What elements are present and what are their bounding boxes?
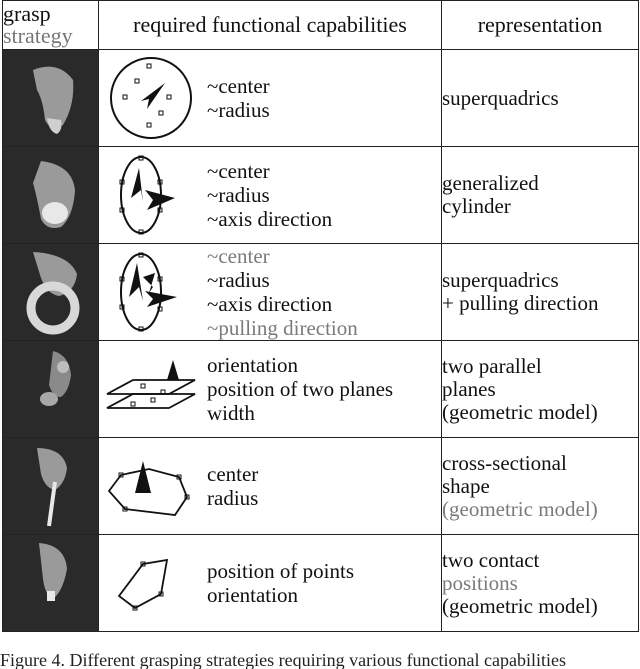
capabilities-list: center radius (207, 462, 258, 510)
hand-fingertip-grasp-icon (2, 49, 99, 147)
cross-section-symbol-icon (107, 461, 190, 516)
table-row: orientation position of two planes width… (2, 340, 639, 438)
capability-item: ~radius (207, 183, 270, 207)
table-row: ~center ~radius superquadrics (2, 49, 639, 147)
capabilities-cell: position of points orientation (98, 534, 442, 632)
representation-cell: generalized cylinder (441, 146, 639, 244)
header-representation: representation (441, 0, 639, 50)
representation-cell: superquadrics + pulling direction (441, 243, 639, 341)
header-row: grasp strategy required functional capab… (2, 0, 639, 50)
grasp-strategy-table: grasp strategy required functional capab… (2, 0, 639, 632)
pulling-cylinder-symbol-icon (119, 252, 177, 332)
capability-item: ~center (207, 159, 270, 183)
table-row: center radius cross-sectional shape (geo… (2, 437, 639, 535)
capability-item: ~axis direction (207, 292, 333, 316)
capabilities-list: ~center ~radius ~axis direction ~pulling… (207, 244, 358, 340)
header-grasp-label: grasp (3, 1, 51, 26)
figure-caption: Figure 4. Different grasping strategies … (0, 650, 567, 669)
representation-item: (geometric model) (442, 496, 598, 521)
cylinder-symbol-icon (119, 155, 175, 235)
representation-item: cross-sectional (442, 450, 567, 475)
capability-item: ~pulling direction (207, 316, 358, 340)
representation-item: positions (442, 570, 518, 595)
capabilities-cell: ~center ~radius (98, 49, 442, 147)
table-row: ~center ~radius ~axis direction generali… (2, 146, 639, 244)
capability-item: position of two planes (207, 377, 394, 401)
hand-ring-grasp-icon (2, 243, 99, 341)
capabilities-cell: center radius (98, 437, 442, 535)
parallel-planes-symbol-icon (106, 360, 196, 409)
representation-item: cylinder (442, 194, 511, 218)
representation-item: + pulling direction (442, 291, 599, 315)
capability-item: position of points (207, 559, 355, 583)
capabilities-list: position of points orientation (207, 559, 354, 607)
capabilities-list: ~center ~radius ~axis direction (207, 159, 332, 231)
capabilities-list: ~center ~radius (207, 74, 270, 122)
representation-item: superquadrics (442, 85, 559, 110)
capability-item: ~radius (207, 98, 270, 122)
representation-item: generalized (442, 171, 539, 195)
capability-item: orientation (207, 353, 298, 377)
hand-two-finger-grasp-icon (2, 534, 99, 632)
table-row: position of points orientation two conta… (2, 534, 639, 632)
capabilities-cell: orientation position of two planes width (98, 340, 442, 438)
representation-item: (geometric model) (442, 399, 598, 424)
capability-item: radius (207, 486, 259, 510)
capability-item: ~center (207, 244, 270, 268)
header-strategy-label: strategy (3, 23, 73, 48)
capability-item: ~radius (207, 268, 270, 292)
representation-item: shape (442, 473, 490, 498)
capabilities-list: orientation position of two planes width (207, 353, 393, 425)
sphere-symbol-icon (110, 57, 192, 139)
capability-item: orientation (207, 583, 298, 607)
contact-points-symbol-icon (117, 558, 169, 611)
hand-pencil-grasp-icon (2, 437, 99, 535)
capability-item: ~center (207, 74, 270, 98)
representation-item: superquadrics (442, 268, 559, 292)
hand-pinch-grasp-icon (2, 340, 99, 438)
capability-item: center (207, 462, 259, 486)
table-row: ~center ~radius ~axis direction ~pulling… (2, 243, 639, 341)
representation-cell: two contact positions (geometric model) (441, 534, 639, 632)
representation-cell: cross-sectional shape (geometric model) (441, 437, 639, 535)
representation-cell: superquadrics (441, 49, 639, 147)
representation-item: (geometric model) (442, 593, 598, 618)
representation-item: two parallel (442, 353, 542, 378)
representation-item: planes (442, 376, 496, 401)
header-capabilities: required functional capabilities (98, 0, 442, 50)
capabilities-cell: ~center ~radius ~axis direction (98, 146, 442, 244)
capability-item: width (207, 401, 255, 425)
capability-item: ~axis direction (207, 207, 333, 231)
header-grasp-strategy: grasp strategy (2, 0, 99, 50)
capabilities-cell: ~center ~radius ~axis direction ~pulling… (98, 243, 442, 341)
hand-sphere-grasp-icon (2, 146, 99, 244)
representation-cell: two parallel planes (geometric model) (441, 340, 639, 438)
representation-item: two contact (442, 547, 540, 572)
